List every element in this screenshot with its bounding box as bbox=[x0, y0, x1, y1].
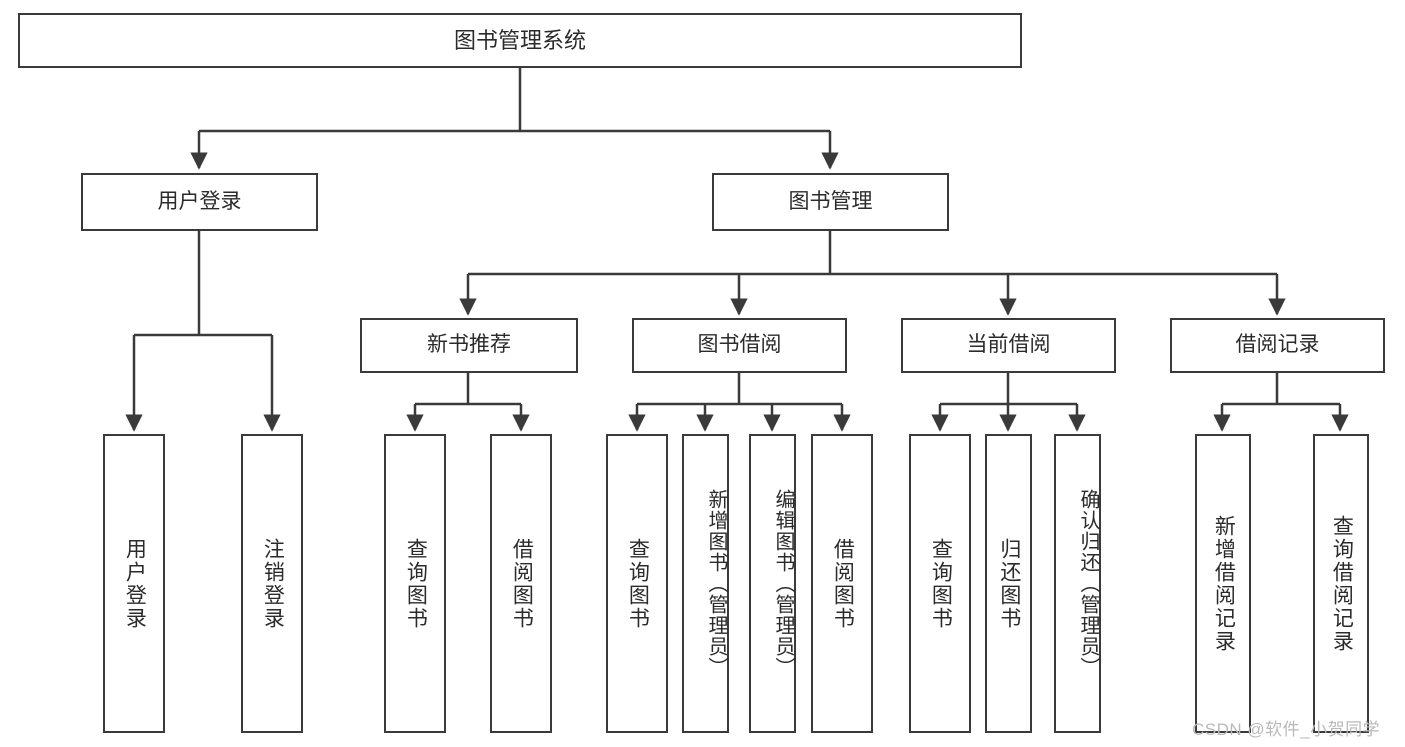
leaf-current-confirm-return-admin[interactable]: 确认归还（管理员） bbox=[1054, 434, 1101, 733]
leaf-recommend-query-book[interactable]: 查询图书 bbox=[384, 434, 446, 733]
node-borrow-record[interactable]: 借阅记录 bbox=[1170, 318, 1385, 373]
leaf-user-login[interactable]: 用户登录 bbox=[103, 434, 165, 733]
node-root-system[interactable]: 图书管理系统 bbox=[18, 13, 1022, 68]
node-book-management[interactable]: 图书管理 bbox=[712, 173, 949, 231]
leaf-record-query-borrow-record[interactable]: 查询借阅记录 bbox=[1313, 434, 1369, 733]
leaf-record-add-borrow-record[interactable]: 新增借阅记录 bbox=[1195, 434, 1251, 733]
leaf-current-return-book[interactable]: 归还图书 bbox=[985, 434, 1032, 733]
node-user-login[interactable]: 用户登录 bbox=[81, 173, 318, 231]
leaf-borrow-add-book-admin[interactable]: 新增图书（管理员） bbox=[682, 434, 729, 733]
node-book-borrow[interactable]: 图书借阅 bbox=[632, 318, 847, 373]
watermark-csdn: CSDN @软件_小贺同学 bbox=[1192, 720, 1381, 739]
node-current-borrow[interactable]: 当前借阅 bbox=[901, 318, 1116, 373]
node-new-book-recommend[interactable]: 新书推荐 bbox=[360, 318, 578, 373]
leaf-recommend-borrow-book[interactable]: 借阅图书 bbox=[490, 434, 552, 733]
leaf-current-query-book[interactable]: 查询图书 bbox=[909, 434, 971, 733]
leaf-logout-login[interactable]: 注销登录 bbox=[241, 434, 303, 733]
leaf-borrow-edit-book-admin[interactable]: 编辑图书（管理员） bbox=[749, 434, 796, 733]
leaf-borrow-borrow-book[interactable]: 借阅图书 bbox=[811, 434, 873, 733]
leaf-borrow-query-book[interactable]: 查询图书 bbox=[606, 434, 668, 733]
